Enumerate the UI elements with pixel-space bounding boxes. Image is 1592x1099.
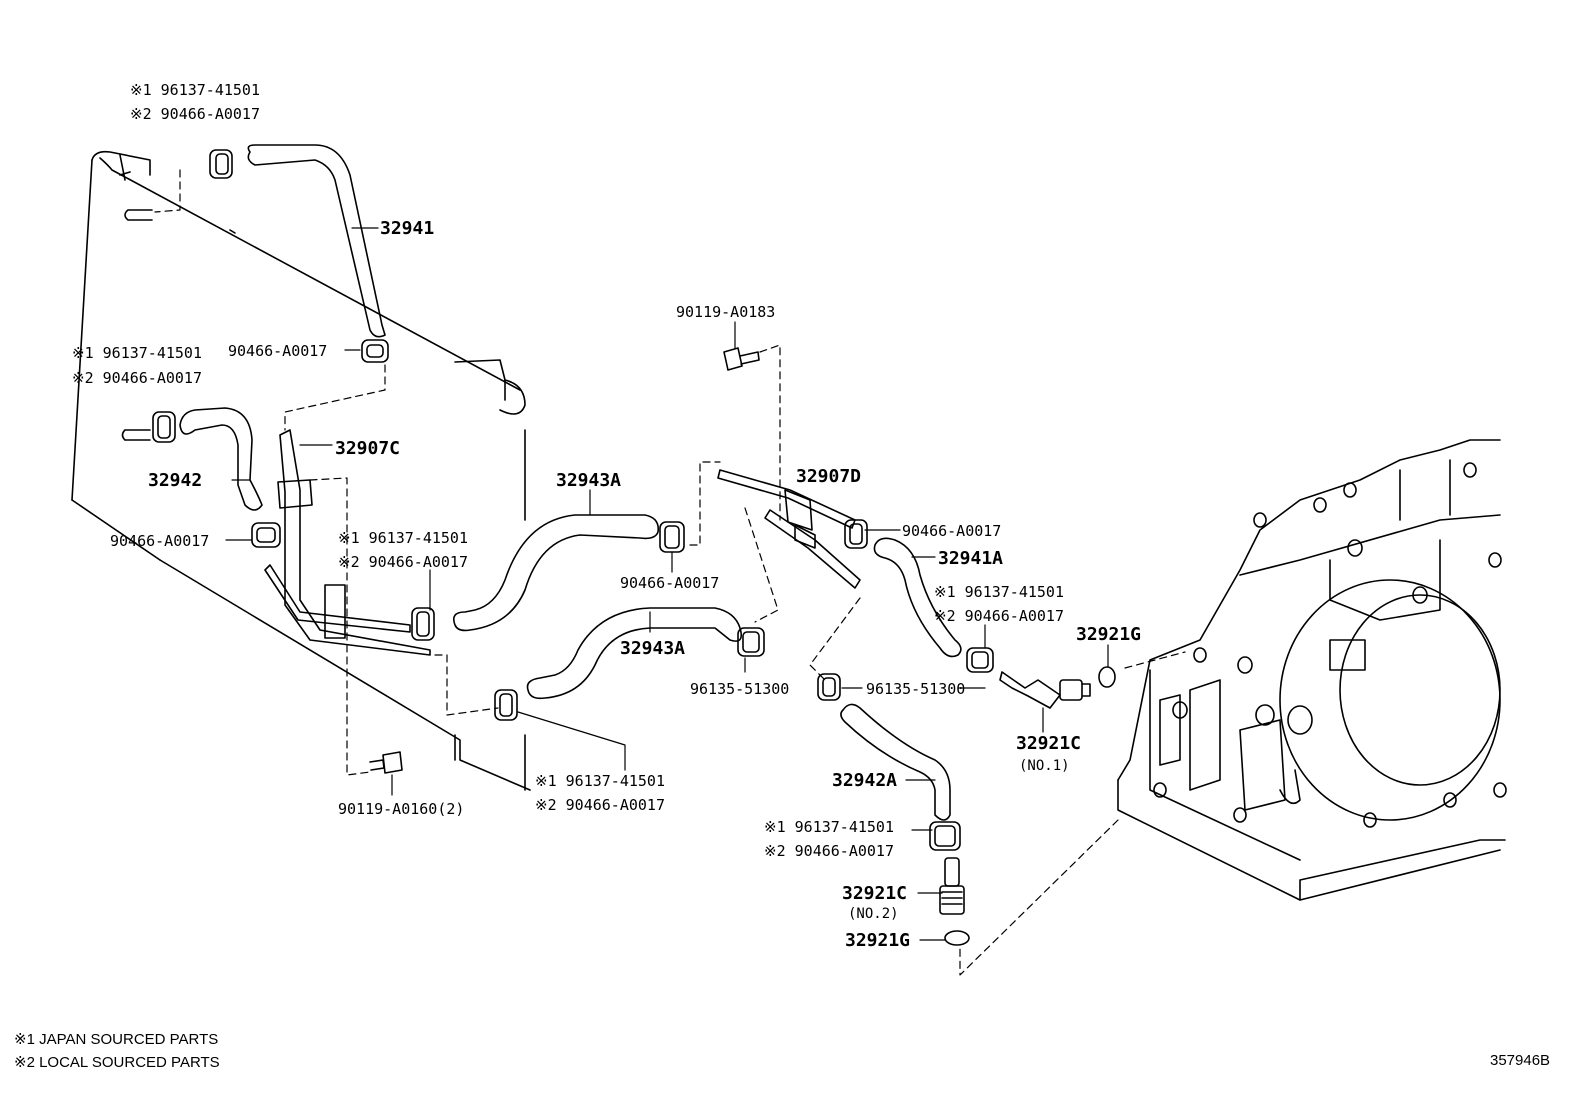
part-32921C-lower-no-label: (NO.2) [848, 906, 899, 922]
hose-32941A [844, 519, 994, 673]
transmission-case-illustration [1117, 439, 1507, 901]
right-note2-label: ※2 90466-A0017 [934, 607, 1064, 625]
left-clamp-label: 90466-A0017 [228, 342, 327, 360]
top-note1-label: ※1 96137-41501 [130, 81, 260, 99]
top-note2-label: ※2 90466-A0017 [130, 105, 260, 123]
left-lower-clamp-label: 90466-A0017 [110, 532, 209, 550]
part-32941A-label: 32941A [938, 548, 1003, 569]
part-32942A-label: 32942A [832, 770, 897, 791]
left-note2-label: ※2 90466-A0017 [72, 369, 202, 387]
document-id: 357946B [1490, 1052, 1551, 1069]
part-32943A-upper-label: 32943A [556, 470, 621, 491]
bolt-bottom-label: 90119-A0160(2) [338, 800, 464, 818]
right-clamp-label: 90466-A0017 [902, 522, 1001, 540]
lower-clip-left-label: 96135-51300 [690, 680, 789, 698]
hose-32943A-lower [494, 607, 765, 721]
union-32921C-no2 [939, 857, 970, 946]
pipe-32907D [717, 469, 861, 589]
leader-lines [225, 227, 1109, 941]
bolt-90119-A0183 [723, 347, 760, 371]
left-note1-label: ※1 96137-41501 [72, 344, 202, 362]
legend-japan-sourced: ※1 JAPAN SOURCED PARTS [14, 1031, 219, 1048]
part-32907D-label: 32907D [796, 466, 861, 487]
mid-note1-label: ※1 96137-41501 [338, 529, 468, 547]
clamp-top [209, 149, 389, 363]
part-32921C-upper-no-label: (NO.1) [1019, 758, 1070, 774]
part-32921C-upper-label: 32921C [1016, 733, 1081, 754]
union-32921C-no1 [999, 666, 1116, 709]
radiator-illustration [71, 150, 531, 791]
right-note1-label: ※1 96137-41501 [934, 583, 1064, 601]
pipe-32907C [264, 429, 431, 656]
part-32943A-upper-clamp-label: 90466-A0017 [620, 574, 719, 592]
part-32921G-upper-label: 32921G [1076, 624, 1141, 645]
hose-32941 [247, 144, 386, 338]
dashed-connections [154, 169, 1186, 976]
bolt-top-label: 90119-A0183 [676, 303, 775, 321]
legend-local-sourced: ※2 LOCAL SOURCED PARTS [14, 1054, 220, 1071]
part-32907C-label: 32907C [335, 438, 400, 459]
part-32942-label: 32942 [148, 470, 202, 491]
hose-32942A [817, 673, 961, 851]
part-32943A-lower-label: 32943A [620, 638, 685, 659]
bottom-left-note2-label: ※2 90466-A0017 [535, 796, 665, 814]
lower-clip-right-label: 96135-51300 [866, 680, 965, 698]
mid-note2-label: ※2 90466-A0017 [338, 553, 468, 571]
part-32921C-lower-label: 32921C [842, 883, 907, 904]
bolt-90119-A0160 [369, 751, 403, 774]
bottom-right-note2-label: ※2 90466-A0017 [764, 842, 894, 860]
bottom-right-note1-label: ※1 96137-41501 [764, 818, 894, 836]
part-32941-label: 32941 [380, 218, 434, 239]
hose-32942 [152, 407, 281, 548]
bottom-left-note1-label: ※1 96137-41501 [535, 772, 665, 790]
part-32921G-lower-label: 32921G [845, 930, 910, 951]
